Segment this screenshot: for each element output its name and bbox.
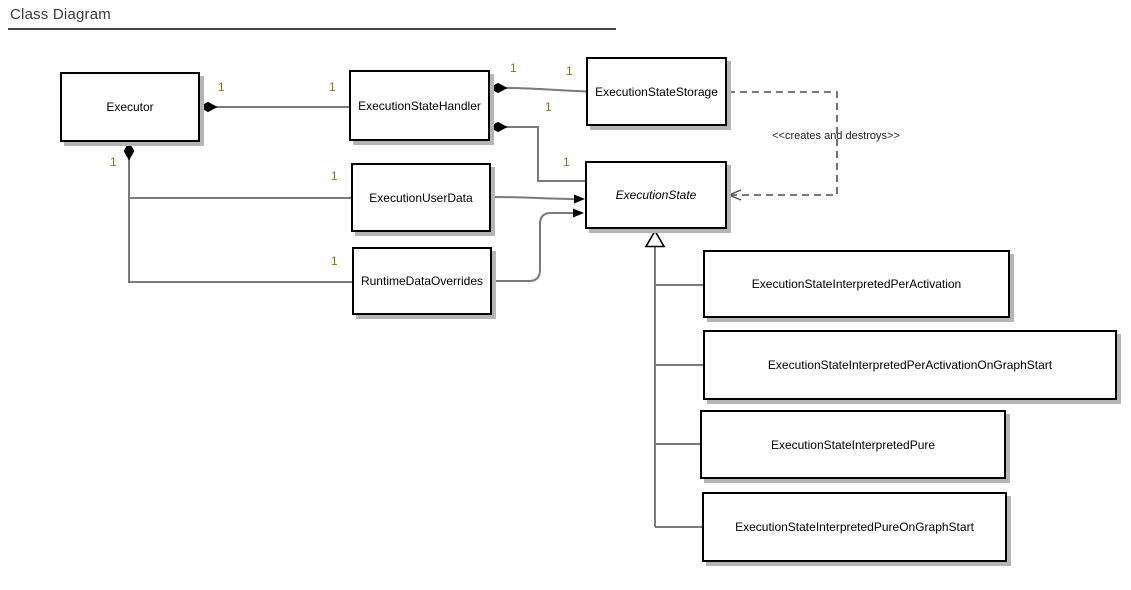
class-executionstateinterpretedperactivation-label: ExecutionStateInterpretedPerActivation [751,277,962,291]
composition-diamond-handler-top [488,82,508,94]
class-executionstate-label: ExecutionState [615,188,697,202]
class-executionstate[interactable]: ExecutionState [585,161,727,229]
multiplicity-handler-storage-target: 1 [566,64,573,78]
multiplicity-handler-storage-source: 1 [510,61,517,75]
association-runtimedataoverrides-executionstate [492,212,574,282]
page-title: Class Diagram [10,6,111,23]
composition-diamond-executor-right [198,101,218,113]
arrowhead-userdata-executionstate [574,194,585,204]
multiplicity-executor-runtimedata-target: 1 [331,254,338,268]
multiplicity-executor-handler-source: 1 [218,80,225,94]
multiplicity-executor-userdata-target: 1 [331,169,338,183]
class-executionstateinterpretedperactivation[interactable]: ExecutionStateInterpretedPerActivation [703,250,1010,318]
open-arrowhead-dependency [727,189,742,201]
class-executor-label: Executor [106,100,154,114]
arrowhead-runtimedataoverrides-executionstate [573,208,584,218]
generalization-triangle [644,229,666,248]
class-executionuserdata[interactable]: ExecutionUserData [351,163,491,232]
class-executionstateinterpretedperactivationongraphstart-label: ExecutionStateInterpretedPerActivationOn… [767,358,1053,372]
stereotype-creates-and-destroys: <<creates and destroys>> [772,130,900,142]
class-executionstatehandler-label: ExecutionStateHandler [358,98,481,113]
composition-diamond-executor-bottom [123,141,135,161]
title-underline [8,28,616,30]
class-runtimedataoverrides[interactable]: RuntimeDataOverrides [352,247,492,315]
class-executionstateinterpretedperactivationongraphstart[interactable]: ExecutionStateInterpretedPerActivationOn… [703,330,1117,400]
composition-handler-executionstate [506,126,586,182]
class-executionstatestorage[interactable]: ExecutionStateStorage [586,57,727,126]
composition-diamond-handler-bottom [488,121,508,133]
association-userdata-executionstate [490,196,576,200]
composition-executor-runtimedataoverrides [128,156,353,283]
class-runtimedataoverrides-label: RuntimeDataOverrides [360,274,484,288]
class-executionstateinterpretedpureongraphstart-label: ExecutionStateInterpretedPureOnGraphStar… [735,520,974,534]
class-executionstatestorage-label: ExecutionStateStorage [595,84,718,99]
dependency-storage-executionstate [728,91,838,196]
class-executionstatehandler[interactable]: ExecutionStateHandler [349,70,490,141]
multiplicity-handler-state-source: 1 [545,100,552,114]
class-executionstateinterpretedpureongraphstart[interactable]: ExecutionStateInterpretedPureOnGraphStar… [702,492,1007,562]
composition-handler-storage [505,87,588,93]
class-executionuserdata-label: ExecutionUserData [369,190,473,205]
multiplicity-executor-handler-target: 1 [329,80,336,94]
class-executionstateinterpretedpure-label: ExecutionStateInterpretedPure [770,437,936,452]
multiplicity-executor-bottom: 1 [110,155,117,169]
class-executor[interactable]: Executor [60,72,200,142]
class-executionstateinterpretedpure[interactable]: ExecutionStateInterpretedPure [700,410,1006,479]
multiplicity-handler-state-target: 1 [563,155,570,169]
